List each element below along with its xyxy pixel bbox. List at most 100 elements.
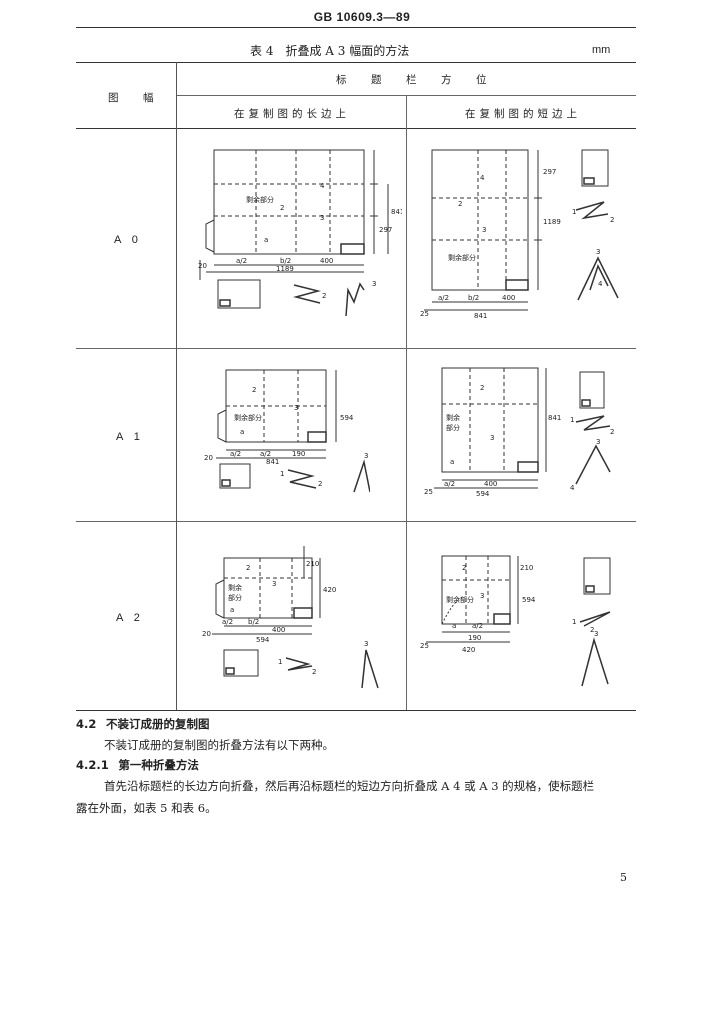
a0-long-side-drawing: 剩余部分 2 4 3 a a/2 b/2 400 1189 20 297 841…: [198, 149, 402, 317]
a2s-label-a: a: [452, 622, 456, 630]
a0l-dim-1189: 1189: [276, 265, 294, 273]
a2l-label-a-half: a/2: [222, 618, 233, 626]
column-header-frame: 图 幅: [108, 92, 161, 104]
a1l-label-3: 3: [294, 404, 298, 412]
a0l-label-a-half: a/2: [236, 257, 247, 265]
a2l-dim-400: 400: [272, 626, 285, 634]
a0l-label-b-half: b/2: [280, 257, 291, 265]
a2l-label-b-half: b/2: [248, 618, 259, 626]
a1l-fold-2: 2: [318, 480, 322, 488]
section-4-2-1-text-line-2: 露在外面，如表 5 和表 6。: [76, 801, 217, 815]
a1l-dim-841: 841: [266, 458, 279, 466]
a1l-label-a: a: [240, 428, 244, 436]
document-header: GB 10609.3—89: [313, 10, 411, 24]
a1s-label-a: a: [450, 458, 454, 466]
a0-short-side-drawing: 剩余部分 4 2 3 a/2 b/2 400 841 25 297 1189 1…: [420, 149, 619, 320]
a1-short-side-drawing: 剩余 部分 2 3 a a/2 400 594 25 841 1 2 3 4: [424, 367, 614, 498]
a0s-dim-841: 841: [474, 312, 487, 320]
a1s-fold-2: 2: [610, 428, 614, 436]
a1s-fold-1: 1: [570, 416, 574, 424]
a1-long-side-drawing: 剩余部分 2 3 a a/2 a/2 190 841 20 594 1 2 3: [204, 369, 370, 493]
a2s-fold-3: 3: [594, 630, 598, 638]
row-label-a2: A 2: [116, 612, 144, 624]
section-4-2-number: 4.2: [76, 717, 97, 731]
a2s-label-a-half: a/2: [472, 622, 483, 630]
a2l-dim-20: 20: [202, 630, 211, 638]
a1s-remaining-1: 剩余: [446, 413, 460, 422]
a1s-dim-841: 841: [548, 414, 561, 422]
a2s-dim-210: 210: [520, 564, 533, 572]
a2s-label-2: 2: [462, 564, 466, 572]
section-4-2: 4.2 不装订成册的复制图: [76, 716, 210, 732]
a1s-remaining-2: 部分: [446, 423, 460, 432]
a0s-label-2: 2: [458, 200, 462, 208]
a0l-remaining: 剩余部分: [246, 195, 274, 204]
a2l-dim-420: 420: [323, 586, 336, 594]
a1l-fold-1: 1: [280, 470, 284, 478]
a1l-dim-20: 20: [204, 454, 213, 462]
a0s-fold-3: 3: [596, 248, 600, 256]
a0l-label-a: a: [264, 236, 268, 244]
a2s-remaining: 剩余部分: [446, 595, 474, 604]
section-4-2-text: 不装订成册的复制图的折叠方法有以下两种。: [104, 738, 334, 752]
a0s-label-b-half: b/2: [468, 294, 479, 302]
a2l-fold-1: 1: [278, 658, 282, 666]
a0l-fold-2: 2: [322, 292, 326, 300]
a1l-fold-3: 3: [364, 452, 368, 460]
section-4-2-1-number: 4.2.1: [76, 758, 109, 772]
section-4-2-1-title: 第一种折叠方法: [118, 758, 199, 772]
a0l-dim-20: 20: [198, 262, 207, 270]
a2s-dim-594: 594: [522, 596, 536, 604]
a0s-dim-1189: 1189: [543, 218, 561, 226]
page-number: 5: [620, 871, 627, 884]
a1s-label-a-half: a/2: [444, 480, 455, 488]
a0l-dim-841: 841: [391, 208, 402, 216]
a2s-label-3: 3: [480, 592, 484, 600]
a0s-label-4: 4: [480, 174, 485, 182]
a1l-label-a-half: a/2: [230, 450, 241, 458]
a0s-label-a-half: a/2: [438, 294, 449, 302]
a2l-remaining-2: 部分: [228, 593, 242, 602]
a1s-fold-3: 3: [596, 438, 600, 446]
header-rule: [76, 27, 636, 28]
column-header-long-side: 在复制图的长边上: [234, 108, 350, 120]
a1l-dim-190: 190: [292, 450, 305, 458]
a0l-label-4: 4: [320, 182, 325, 190]
a0l-label-2: 2: [280, 204, 284, 212]
a1s-label-2: 2: [480, 384, 484, 392]
a2s-dim-25: 25: [420, 642, 429, 650]
a1l-label-a-half-2: a/2: [260, 450, 271, 458]
a2l-label-3: 3: [272, 580, 276, 588]
a2l-fold-3: 3: [364, 640, 368, 648]
a0s-fold-1: 1: [572, 208, 576, 216]
column-header-title-position: 标 题 栏 方 位: [336, 74, 494, 86]
a0s-label-3: 3: [482, 226, 486, 234]
a1l-dim-594: 594: [340, 414, 354, 422]
a2s-fold-1: 1: [572, 618, 576, 626]
a0s-fold-4: 4: [598, 280, 603, 288]
a1l-remaining: 剩余部分: [234, 413, 262, 422]
section-4-2-1-text-line-1: 首先沿标题栏的长边方向折叠，然后再沿标题栏的短边方向折叠成 A 4 或 A 3 …: [104, 779, 595, 793]
a0s-fold-2: 2: [610, 216, 614, 224]
section-4-2-1: 4.2.1 第一种折叠方法: [76, 757, 199, 773]
a2l-remaining-1: 剩余: [228, 583, 242, 592]
table-unit: mm: [592, 44, 611, 56]
a1s-label-3: 3: [490, 434, 494, 442]
a2-short-side-drawing: 剩余部分 2 3 a a/2 190 420 25 210 594 1 2 3: [420, 555, 611, 687]
a2l-dim-594: 594: [256, 636, 270, 644]
a0l-label-3: 3: [320, 214, 324, 222]
a2l-label-a: a: [230, 606, 234, 614]
a1s-dim-400: 400: [484, 480, 497, 488]
a2s-dim-420: 420: [462, 646, 475, 654]
a2l-dim-210: 210: [306, 560, 319, 568]
section-4-2-title: 不装订成册的复制图: [106, 717, 210, 731]
a0l-dim-400: 400: [320, 257, 333, 265]
a0s-dim-25: 25: [420, 310, 429, 318]
a0s-dim-297: 297: [543, 168, 556, 176]
a2l-fold-2: 2: [312, 668, 316, 676]
a1l-label-2: 2: [252, 386, 256, 394]
column-header-short-side: 在复制图的短边上: [465, 108, 581, 120]
table-caption: 表 4 折叠成 A 3 幅面的方法: [250, 44, 410, 58]
a2s-dim-190: 190: [468, 634, 481, 642]
